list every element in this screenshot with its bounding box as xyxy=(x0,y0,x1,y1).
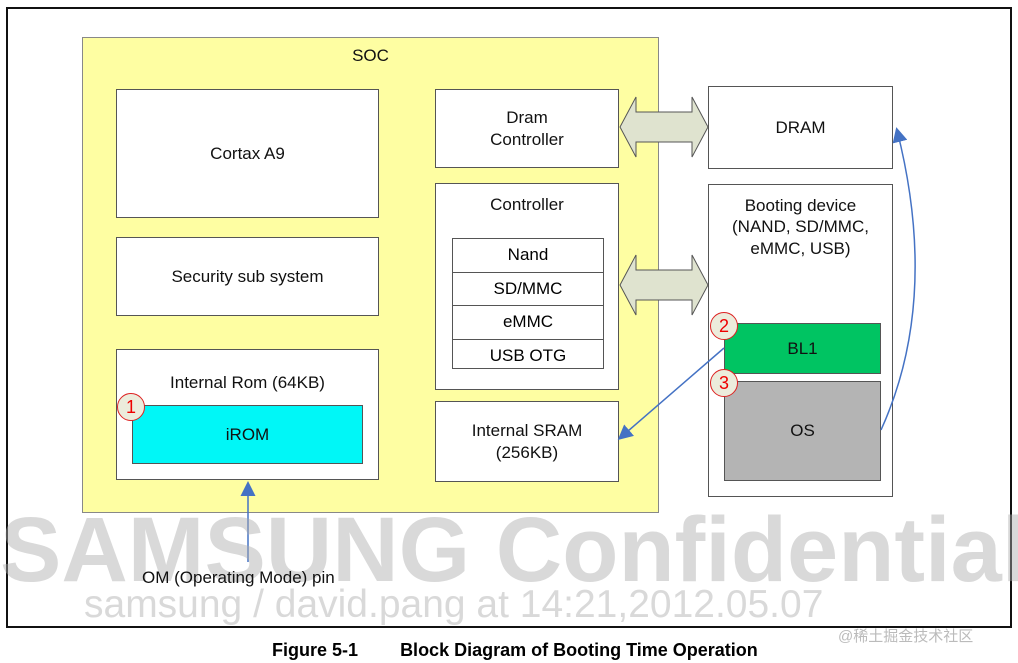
os-to-dram-arrow xyxy=(880,127,916,431)
watermark-confidential: SAMSUNG Confidential xyxy=(0,499,1018,601)
controller-item-nand: Nand xyxy=(453,239,603,273)
security-subsystem-block: Security sub system xyxy=(116,237,379,316)
os-block: OS xyxy=(724,381,881,481)
figure-caption: Figure 5-1 Block Diagram of Booting Time… xyxy=(272,640,758,661)
internal-sram-block: Internal SRAM (256KB) xyxy=(435,401,619,482)
boot-bus-arrow xyxy=(619,254,709,316)
step-2-marker: 2 xyxy=(710,312,738,340)
cortex-a9-block: Cortax A9 xyxy=(116,89,379,218)
controller-item-sdmmc: SD/MMC xyxy=(453,273,603,306)
watermark-user: samsung / david.pang at 14:21,2012.05.07 xyxy=(84,583,824,626)
irom-block: iROM xyxy=(132,405,363,464)
dram-block: DRAM xyxy=(708,86,893,169)
controller-item-usb-otg: USB OTG xyxy=(489,345,567,365)
controller-item-emmc: eMMC xyxy=(453,306,603,340)
bl1-to-sram-arrow xyxy=(617,347,725,440)
step-3-marker: 3 xyxy=(710,369,738,397)
step-1-marker: 1 xyxy=(117,393,145,421)
soc-title: SOC xyxy=(352,46,389,65)
bl1-block: BL1 xyxy=(724,323,881,374)
dram-bus-arrow xyxy=(619,96,709,158)
figure-title: Block Diagram of Booting Time Operation xyxy=(400,640,758,660)
om-pin-label: OM (Operating Mode) pin xyxy=(142,568,335,587)
watermark-site: @稀土掘金技术社区 xyxy=(838,628,974,645)
dram-controller-block: Dram Controller xyxy=(435,89,619,168)
figure-number: Figure 5-1 xyxy=(272,640,359,660)
controller-list: Nand SD/MMC eMMC USB OTG xyxy=(452,238,604,369)
diagram-frame xyxy=(6,7,1012,628)
